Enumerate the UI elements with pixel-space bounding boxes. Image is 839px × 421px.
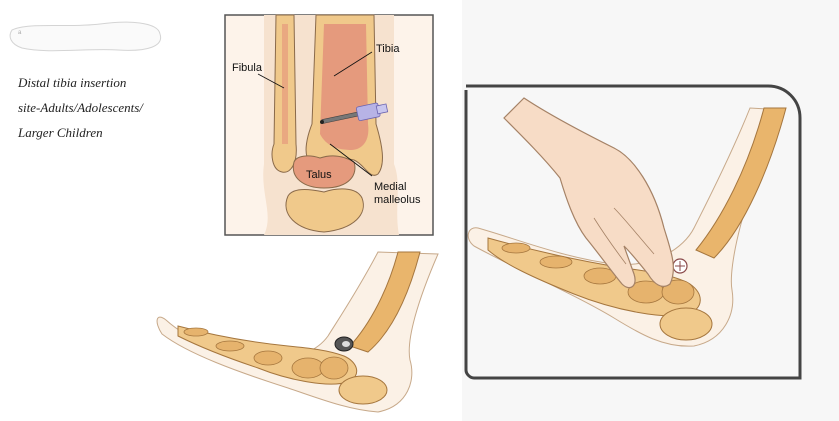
- caption-line-1: Distal tibia insertion: [18, 70, 218, 95]
- label-tibia: Tibia: [376, 43, 400, 55]
- label-fibula: Fibula: [232, 62, 263, 74]
- caption-line-2: site-Adults/Adolescents/: [18, 95, 218, 120]
- ankle-anatomy-diagram: Fibula Tibia Talus Medial malleolus: [224, 14, 434, 236]
- redacted-text-blur: a: [8, 12, 168, 60]
- insertion-site-caption: Distal tibia insertion site-Adults/Adole…: [18, 70, 218, 145]
- io-needle-small: [335, 337, 353, 351]
- caption-line-3: Larger Children: [18, 120, 218, 145]
- label-malleolus: malleolus: [374, 194, 421, 206]
- hand-palpation-illustration: [464, 78, 824, 380]
- foot-side-view-small: [148, 250, 448, 415]
- label-talus: Talus: [306, 169, 332, 181]
- insertion-site-marker: [673, 259, 687, 273]
- label-medial: Medial: [374, 181, 406, 193]
